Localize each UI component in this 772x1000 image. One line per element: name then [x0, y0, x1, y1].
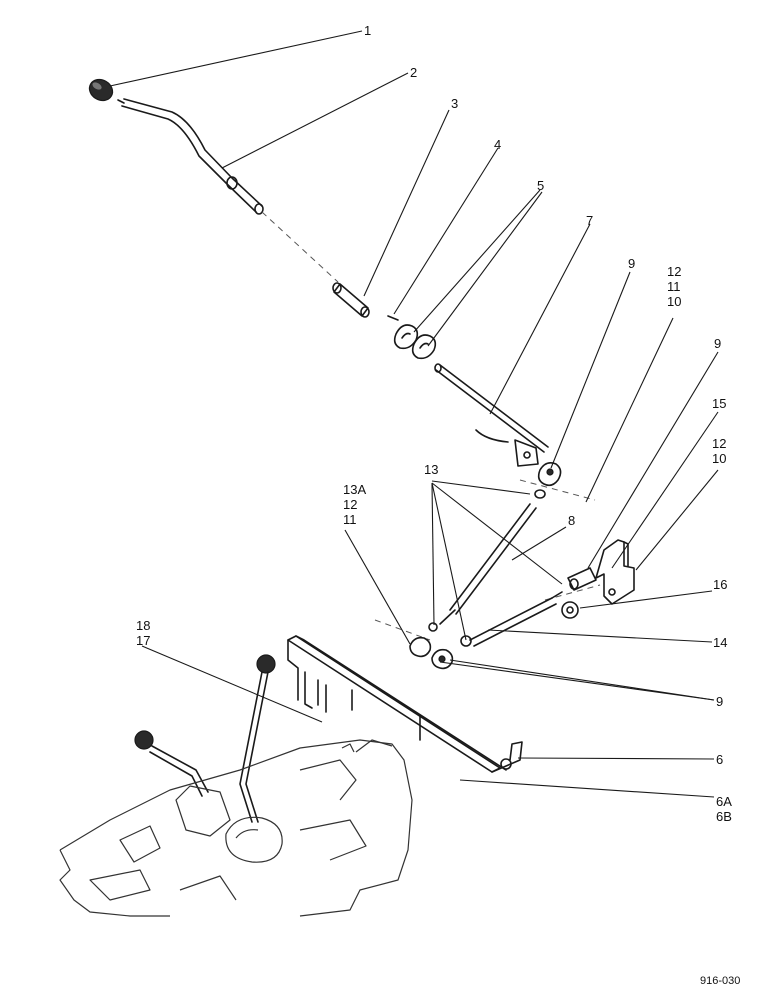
swivel-9-lower [431, 648, 454, 670]
callout-6: 6 [716, 752, 723, 767]
rod-end-upper [534, 462, 562, 499]
figure-code: 916-030 [700, 975, 740, 987]
callout-9-upper: 9 [628, 256, 635, 271]
callout-9-lower: 9 [716, 694, 723, 709]
shift-lever-axis [261, 211, 601, 641]
callout-18-17: 18 17 [136, 618, 154, 648]
gear-lever-right [239, 654, 276, 823]
clevis-15 [567, 567, 597, 591]
link-rod-14 [469, 591, 563, 647]
pin [387, 315, 399, 321]
spacer-16 [561, 601, 579, 619]
callout-9-middle: 9 [714, 336, 721, 351]
bracket-10-12 [595, 539, 635, 605]
callout-13a-12-11: 13A 12 11 [343, 482, 369, 527]
transmission-housing [59, 739, 413, 917]
callout-14: 14 [713, 635, 727, 650]
callout-4: 4 [494, 137, 501, 152]
callout-8: 8 [568, 513, 575, 528]
clamp-halves [393, 324, 437, 360]
shift-knob [88, 78, 114, 102]
callout-5: 5 [537, 178, 544, 193]
lever-shaft [434, 363, 549, 467]
callout-6a-6b: 6A 6B [716, 794, 735, 824]
leader-lines [109, 30, 719, 798]
callout-15: 15 [712, 396, 726, 411]
callout-13: 13 [424, 462, 438, 477]
callout-16: 16 [713, 577, 727, 592]
callout-1: 1 [364, 23, 371, 38]
shift-lever-upper [117, 98, 264, 215]
callout-2: 2 [410, 65, 417, 80]
cross-shaft-6 [287, 635, 523, 773]
callout-12-11-10: 12 11 10 [667, 264, 685, 309]
callout-12-10: 12 10 [712, 436, 730, 466]
link-rod-8 [439, 503, 537, 625]
sleeve [332, 282, 370, 318]
gear-lever-left [134, 730, 209, 797]
callout-3: 3 [451, 96, 458, 111]
callout-7: 7 [586, 213, 593, 228]
rod-end-lower [409, 622, 472, 658]
